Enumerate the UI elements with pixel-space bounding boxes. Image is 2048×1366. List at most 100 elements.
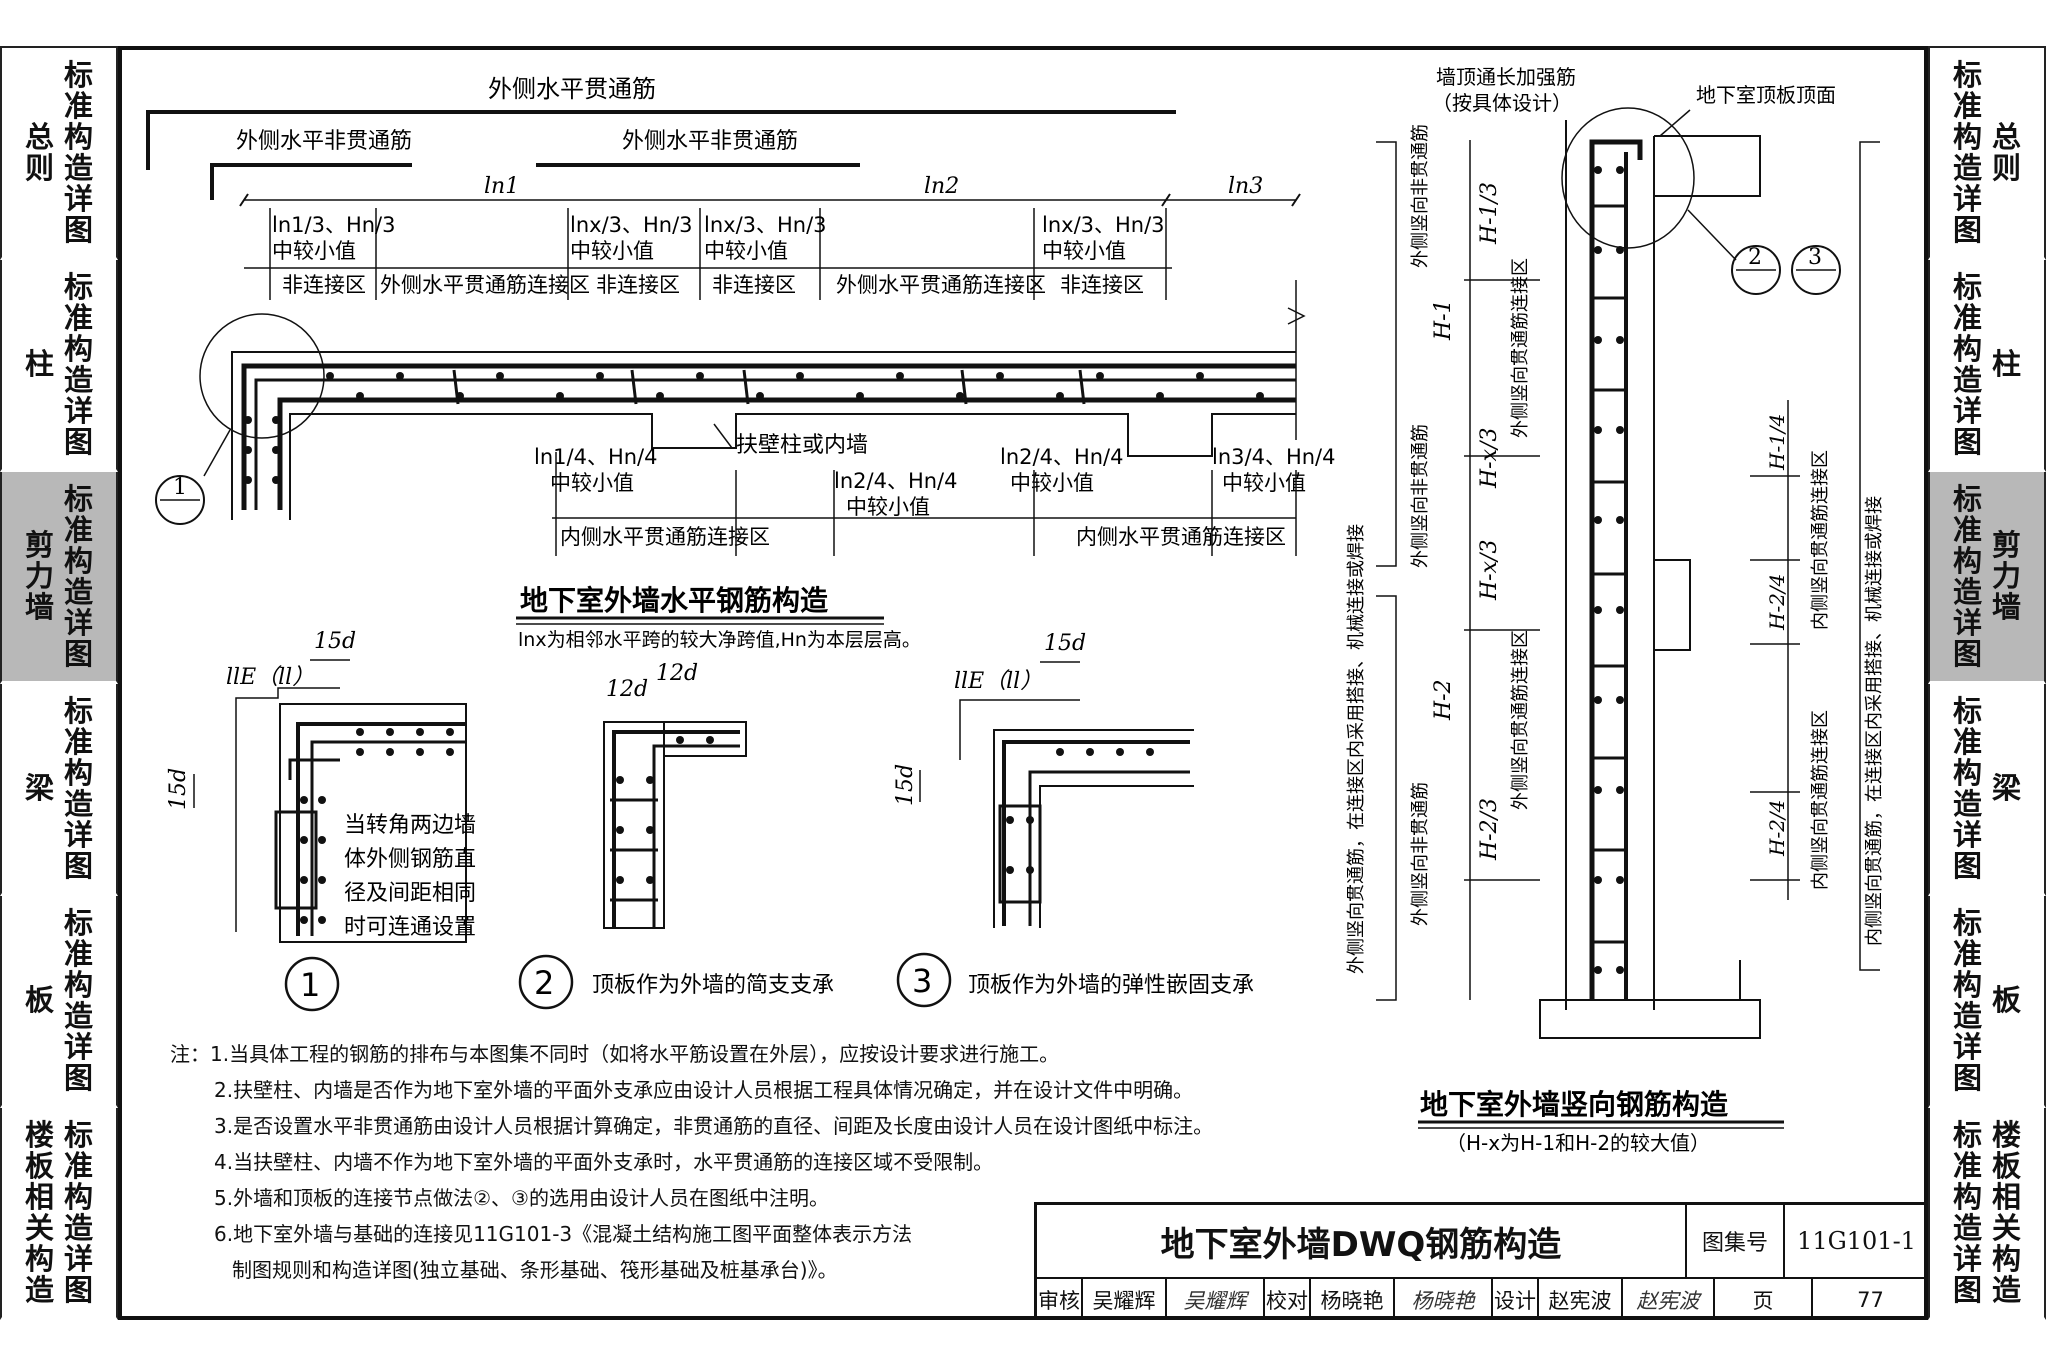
outer-horizontal-bar (241, 363, 1296, 510)
reviewer-name: 吴耀辉 (1083, 1279, 1167, 1320)
vertical-subtitle: （H-x为H-1和H-2的较大值） (1446, 1131, 1710, 1155)
pilaster-label: 扶壁柱或内墙 (736, 433, 868, 458)
sidebar-sub: 标准构造详图 (1952, 481, 1982, 671)
sidebar-sub: 标准构造详图 (64, 269, 94, 459)
bottom-dim-3-note: 中较小值 (1010, 471, 1094, 495)
sidebar-sub: 标准构造详图 (64, 693, 94, 883)
sidebar-item-general[interactable]: 总则标准构造详图 (0, 46, 118, 260)
right-sidebar: 标准构造详图总则 标准构造详图柱 标准构造详图剪力墙 标准构造详图梁 标准构造详… (1928, 46, 2046, 1320)
outer-through-vertical-label: 外侧竖向贯通筋，在连接区内采用搭接、机械连接或焊接 (1346, 524, 1367, 974)
callout-3-number: 3 (1808, 245, 1822, 270)
checker-signature: 杨晓艳 (1395, 1279, 1493, 1320)
zone-dim-2-note: 中较小值 (570, 239, 654, 263)
detail-1-marker (284, 956, 340, 1012)
sidebar-item-shear-wall[interactable]: 标准构造详图剪力墙 (1928, 472, 2046, 684)
atlas-number: 11G101-1 (1785, 1205, 1928, 1279)
sidebar-item-slab[interactable]: 板标准构造详图 (0, 896, 118, 1108)
zone-dim-4: lnx/3、Hn/3 (1042, 213, 1165, 237)
sidebar-title: 梁 (1992, 771, 2022, 805)
inner-joint-zone-1: 内侧竖向贯通筋连接区 (1810, 450, 1831, 630)
outer-non-through-label-2: 外侧水平非贯通筋 (622, 129, 798, 154)
outer-non-through-v1: 外侧竖向非贯通筋 (1410, 124, 1431, 268)
sidebar-item-beam[interactable]: 梁标准构造详图 (0, 684, 118, 896)
detail-3-marker (896, 952, 952, 1008)
bottom-dim-3: ln2/4、Hn/4 (1000, 445, 1123, 469)
zone-dim-4-note: 中较小值 (1042, 239, 1126, 263)
zone-dim-1: ln1/3、Hn/3 (272, 213, 395, 237)
sidebar-item-slab-related[interactable]: 标准构造详图楼板相关构造 (1928, 1108, 2046, 1320)
span-ln3-label: ln3 (1228, 174, 1263, 199)
design-label: 设计 (1493, 1279, 1539, 1320)
outer-joint-zone-2: 外侧竖向贯通筋连接区 (1510, 630, 1531, 810)
zone-no-joint-4: 非连接区 (1060, 273, 1144, 297)
detail2-12d-a: 12d (606, 677, 648, 702)
note-6-cont: 制图规则和构造详图(独立基础、条形基础、筏形基础及桩基承台)》。 (232, 1258, 838, 1282)
title-block: 地下室外墙DWQ钢筋构造 图集号 11G101-1 审核 吴耀辉 吴耀辉 校对 … (1034, 1202, 1928, 1320)
zone-no-joint-1: 非连接区 (282, 273, 366, 297)
detail-2-caption: 顶板作为外墙的简支支承 (592, 973, 834, 998)
sidebar-title: 楼板相关构造 (24, 1117, 54, 1307)
sidebar-sub: 标准构造详图 (64, 1117, 94, 1307)
horizontal-title: 地下室外墙水平钢筋构造 (520, 584, 828, 617)
support-detail-3: llE（ll） 15d 15d 3 顶板作为外墙的弹性嵌固支承 (893, 631, 1254, 1008)
sidebar-item-column[interactable]: 标准构造详图柱 (1928, 260, 2046, 472)
detail-3-number: 3 (912, 962, 932, 1000)
detail-1-callout-circle (199, 313, 325, 439)
sidebar-title: 总则 (24, 119, 54, 185)
zone-outer-joint-2: 外侧水平贯通筋连接区 (836, 273, 1046, 297)
top-bar-label-2: （按具体设计） (1432, 91, 1572, 115)
check-label: 校对 (1265, 1279, 1311, 1320)
zone-dim-3-note: 中较小值 (704, 239, 788, 263)
detail2-12d-b: 12d (656, 661, 698, 686)
signature-row: 审核 吴耀辉 吴耀辉 校对 杨晓艳 杨晓艳 设计 赵宪波 赵宪波 页 77 (1037, 1279, 1928, 1320)
note-4: 4.当扶壁柱、内墙不作为地下室外墙的平面外支承时，水平贯通筋的连接区域不受限制。 (214, 1150, 994, 1174)
detail-1-number: 1 (300, 966, 320, 1004)
sidebar-title: 板 (1992, 983, 2022, 1017)
note-1: 注：1.当具体工程的钢筋的排布与本图集不同时（如将水平筋设置在外层），应按设计要… (170, 1042, 1060, 1066)
span-ln2-label: ln2 (924, 174, 959, 199)
drawing-frame (118, 46, 1928, 1320)
sidebar-item-slab[interactable]: 标准构造详图板 (1928, 896, 2046, 1108)
outer-through-bar-line (146, 110, 1176, 170)
sidebar-sub: 标准构造详图 (1952, 693, 1982, 883)
designer-name: 赵宪波 (1539, 1279, 1623, 1320)
h2-4a-label: H-2/4 (1765, 574, 1789, 631)
h1-3-label: H-1/3 (1477, 182, 1502, 245)
sidebar-title: 总则 (1992, 119, 2022, 185)
horizontal-rebar-diagram: 外侧水平贯通筋 外侧水平非贯通筋 外侧水平非贯通筋 ln1 ln2 ln3 ln… (146, 75, 1335, 651)
inner-joint-zone-2: 内侧竖向贯通筋连接区 (1810, 710, 1831, 890)
zone-no-joint-2: 非连接区 (596, 273, 680, 297)
detail1-note-line1: 当转角两边墙 (344, 813, 476, 838)
h1-4-label: H-1/4 (1765, 414, 1789, 471)
sidebar-title: 柱 (24, 347, 54, 381)
h2-3-label: H-2/3 (1477, 798, 1502, 861)
review-label: 审核 (1037, 1279, 1083, 1320)
sidebar-sub: 标准构造详图 (1952, 269, 1982, 459)
detail1-15d-label: 15d (314, 629, 356, 654)
sidebar-item-general[interactable]: 标准构造详图总则 (1928, 46, 2046, 260)
h2-label: H-2 (1431, 679, 1456, 721)
sidebar-item-column[interactable]: 柱标准构造详图 (0, 260, 118, 472)
page-number: 77 (1857, 1287, 1884, 1312)
sidebar-title: 剪力墙 (1992, 528, 2022, 624)
bottom-dim-1: ln1/4、Hn/4 (534, 445, 657, 469)
detail3-15d-vertical: 15d (893, 764, 918, 806)
drawing-title: 地下室外墙DWQ钢筋构造 (1037, 1205, 1687, 1279)
slab-top-label: 地下室顶板顶面 (1696, 83, 1836, 107)
sidebar-item-beam[interactable]: 标准构造详图梁 (1928, 684, 2046, 896)
detail-top-callout-circle (1561, 107, 1695, 249)
bottom-dim-4-note: 中较小值 (1222, 471, 1306, 495)
note-3: 3.是否设置水平非贯通筋由设计人员根据计算确定，非贯通筋的直径、间距及长度由设计… (214, 1114, 1214, 1138)
sidebar-item-slab-related[interactable]: 楼板相关构造标准构造详图 (0, 1108, 118, 1320)
horizontal-subtitle: lnx为相邻水平跨的较大净跨值,Hn为本层层高。 (518, 629, 921, 651)
vertical-title: 地下室外墙竖向钢筋构造 (1420, 1088, 1728, 1121)
bottom-dim-2-note: 中较小值 (846, 495, 930, 519)
zone-dim-1-note: 中较小值 (272, 239, 356, 263)
sidebar-item-shear-wall[interactable]: 剪力墙标准构造详图 (0, 472, 118, 684)
note-5: 5.外墙和顶板的连接节点做法②、③的选用由设计人员在图纸中注明。 (214, 1186, 829, 1210)
zone-dim-3: lnx/3、Hn/3 (704, 213, 827, 237)
outer-non-through-line-1 (210, 163, 412, 200)
vertical-rebar-diagram: 墙顶通长加强筋 （按具体设计） 地下室顶板顶面 2 3 H-1 (1346, 65, 1885, 1155)
top-bar-label: 墙顶通长加强筋 (1436, 65, 1576, 89)
notes-block: 注：1.当具体工程的钢筋的排布与本图集不同时（如将水平筋设置在外层），应按设计要… (170, 1036, 1213, 1288)
